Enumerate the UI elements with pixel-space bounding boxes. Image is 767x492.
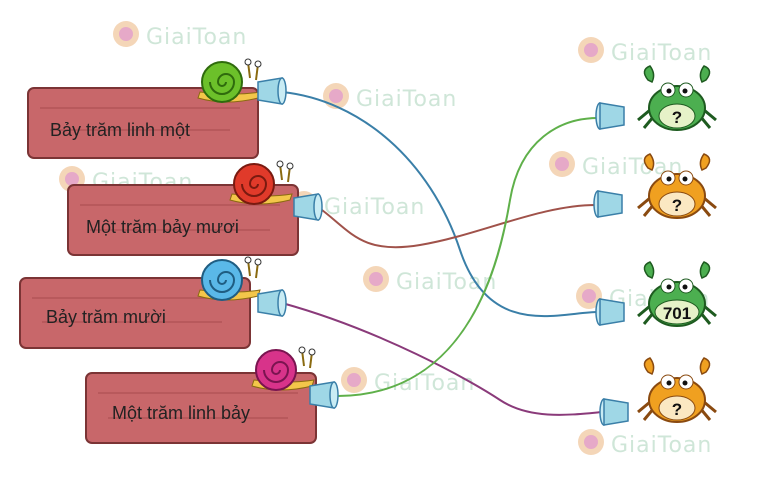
watermark: GiaiToan [113, 21, 247, 50]
string-2 [317, 204, 597, 249]
crab-cup-1 [595, 102, 625, 130]
watermark: GiaiToan [578, 429, 712, 458]
cup-3 [257, 289, 287, 317]
watermark: GiaiToan [363, 266, 497, 295]
svg-text:GiaiToan: GiaiToan [374, 371, 475, 396]
plank-3 [19, 277, 251, 349]
svg-text:GiaiToan: GiaiToan [356, 87, 457, 112]
string-3 [281, 302, 603, 416]
plank-2-label: Một trăm bảy mươi [86, 217, 239, 237]
svg-text:GiaiToan: GiaiToan [146, 25, 247, 50]
crab-3-value: 701 [663, 304, 691, 323]
watermark: GiaiToan [323, 83, 457, 112]
crab-4: ? [637, 357, 717, 423]
plank-4-label: Một trăm linh bảy [112, 403, 251, 423]
cup-1 [257, 77, 287, 105]
snail-1 [197, 58, 262, 103]
string-4 [337, 117, 599, 397]
plank-4 [85, 372, 317, 444]
cup-2 [293, 193, 323, 221]
plank-1 [27, 87, 259, 159]
watermark: GiaiToan [578, 37, 712, 66]
crab-1: ? [637, 65, 717, 131]
crab-3: 701 [637, 261, 717, 327]
string-1 [281, 91, 599, 318]
cup-4 [309, 381, 339, 409]
svg-text:GiaiToan: GiaiToan [611, 41, 712, 66]
snail-3 [197, 256, 262, 301]
crab-2: ? [637, 153, 717, 219]
crab-cup-4 [599, 398, 629, 426]
crab-1-value: ? [672, 108, 682, 127]
snail-4 [251, 346, 316, 391]
plank-3-label: Bảy trăm mười [46, 307, 166, 327]
crab-4-value: ? [672, 400, 682, 419]
svg-text:GiaiToan: GiaiToan [396, 270, 497, 295]
crab-cup-2 [593, 190, 623, 218]
watermark: GiaiToan [341, 367, 475, 396]
snail-2 [229, 160, 294, 205]
svg-text:GiaiToan: GiaiToan [324, 195, 425, 220]
crab-cup-3 [595, 298, 625, 326]
crab-2-value: ? [672, 196, 682, 215]
plank-1-label: Bảy trăm linh một [50, 120, 191, 140]
svg-text:GiaiToan: GiaiToan [611, 433, 712, 458]
